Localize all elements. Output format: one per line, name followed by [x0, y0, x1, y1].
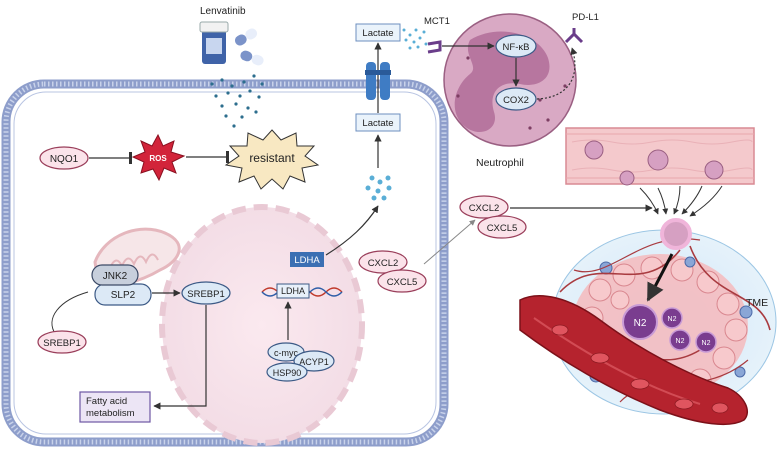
lactate-top-node: [355, 23, 401, 42]
fatty-acid-label-line2: metabolism: [86, 408, 135, 419]
artery: [519, 295, 749, 426]
cxcl5-cell-node: [377, 269, 427, 293]
lenvatinib-label: Lenvatinib: [200, 6, 246, 17]
c-myc-label: c-myc: [274, 348, 298, 358]
n2-c: [695, 331, 717, 353]
srebp1-to-fatty-acid-arrow: [153, 305, 207, 410]
hsp90-node: [266, 362, 308, 382]
lactate-top-label: Lactate: [362, 28, 393, 39]
ldha-gene-node: [276, 283, 310, 299]
neutrophil-label: Neutrophil: [476, 157, 524, 169]
mct1-receptor-icon: [427, 40, 442, 54]
ldha-to-lactate-arrow: [325, 205, 379, 256]
n2-c-label: N2: [702, 340, 711, 347]
cxcl5-out-node: [477, 215, 527, 239]
srebp1-mid-label: SREBP1: [187, 289, 225, 300]
tme-label: TME: [746, 297, 768, 309]
cxcl5-out-label: CXCL5: [487, 223, 518, 234]
n2-a: [661, 307, 683, 329]
n2-large: [622, 304, 658, 340]
cox2-label: COX2: [503, 95, 529, 106]
lactate-inner-label: Lactate: [362, 118, 393, 129]
jnk2-node: [91, 264, 139, 286]
pdl1-receptor-icon: [564, 28, 584, 44]
nfkb-label: NF-κB: [503, 42, 530, 53]
cox2-to-pdl1-dotted-arrow: [536, 47, 578, 100]
lenvatinib-drug-icon: [199, 21, 264, 66]
n2-large-label: N2: [634, 318, 647, 329]
slp2-label: SLP2: [111, 290, 136, 301]
acyp1-label: ACYP1: [299, 357, 329, 367]
cox2-node: [495, 87, 537, 111]
nfkb-node: [495, 34, 537, 58]
ldha-gene-label: LDHA: [281, 286, 305, 296]
hsp90-label: HSP90: [273, 368, 302, 378]
lactate-particles: [365, 175, 392, 201]
blood-vessel: [565, 127, 755, 186]
fatty-acid-label-line1: Fatty acid: [86, 396, 127, 407]
ldha-protein-label: LDHA: [294, 255, 320, 266]
cxcl2-cell-node: [358, 250, 408, 274]
jnk2-label: JNK2: [103, 271, 128, 282]
drug-particles: [210, 74, 264, 128]
resistant-label: resistant: [249, 151, 295, 165]
ldha-protein-node: [290, 252, 324, 267]
cxcl2-cell-label: CXCL2: [368, 258, 399, 269]
acyp1-node: [293, 350, 335, 372]
incoming-neutrophil: [660, 218, 692, 250]
srebp1-mid-node: [181, 281, 231, 305]
neutrophil-cell: [443, 13, 577, 147]
resistant-burst: [224, 129, 320, 190]
ros-label: ROS: [149, 154, 167, 163]
srebp1-left-node: [37, 330, 87, 354]
migration-arrows: [639, 185, 723, 217]
polarization-arrow: [646, 253, 674, 302]
nqo1-node: [39, 146, 89, 170]
n2-b: [669, 329, 691, 351]
n2-b-label: N2: [676, 338, 685, 345]
transporter-channel: [365, 62, 391, 100]
cxcl2-out-node: [459, 195, 509, 219]
slp2-to-srebp1-left-link: [51, 291, 89, 336]
cxcl2-out-label: CXCL2: [469, 203, 500, 214]
fatty-acid-node: [79, 391, 151, 423]
nucleus: [159, 204, 365, 446]
lactate-inner-node: [355, 113, 401, 132]
nqo1-label: NQO1: [50, 154, 79, 165]
ros-burst: [131, 133, 186, 182]
mct1-label: MCT1: [424, 16, 450, 27]
pdl1-label: PD-L1: [572, 12, 599, 23]
n2-a-label: N2: [668, 316, 677, 323]
cxcl-secretion-arrow: [423, 219, 476, 265]
srebp1-left-label: SREBP1: [43, 338, 81, 349]
cxcl5-cell-label: CXCL5: [387, 277, 418, 288]
mct1-particles: [402, 28, 428, 50]
